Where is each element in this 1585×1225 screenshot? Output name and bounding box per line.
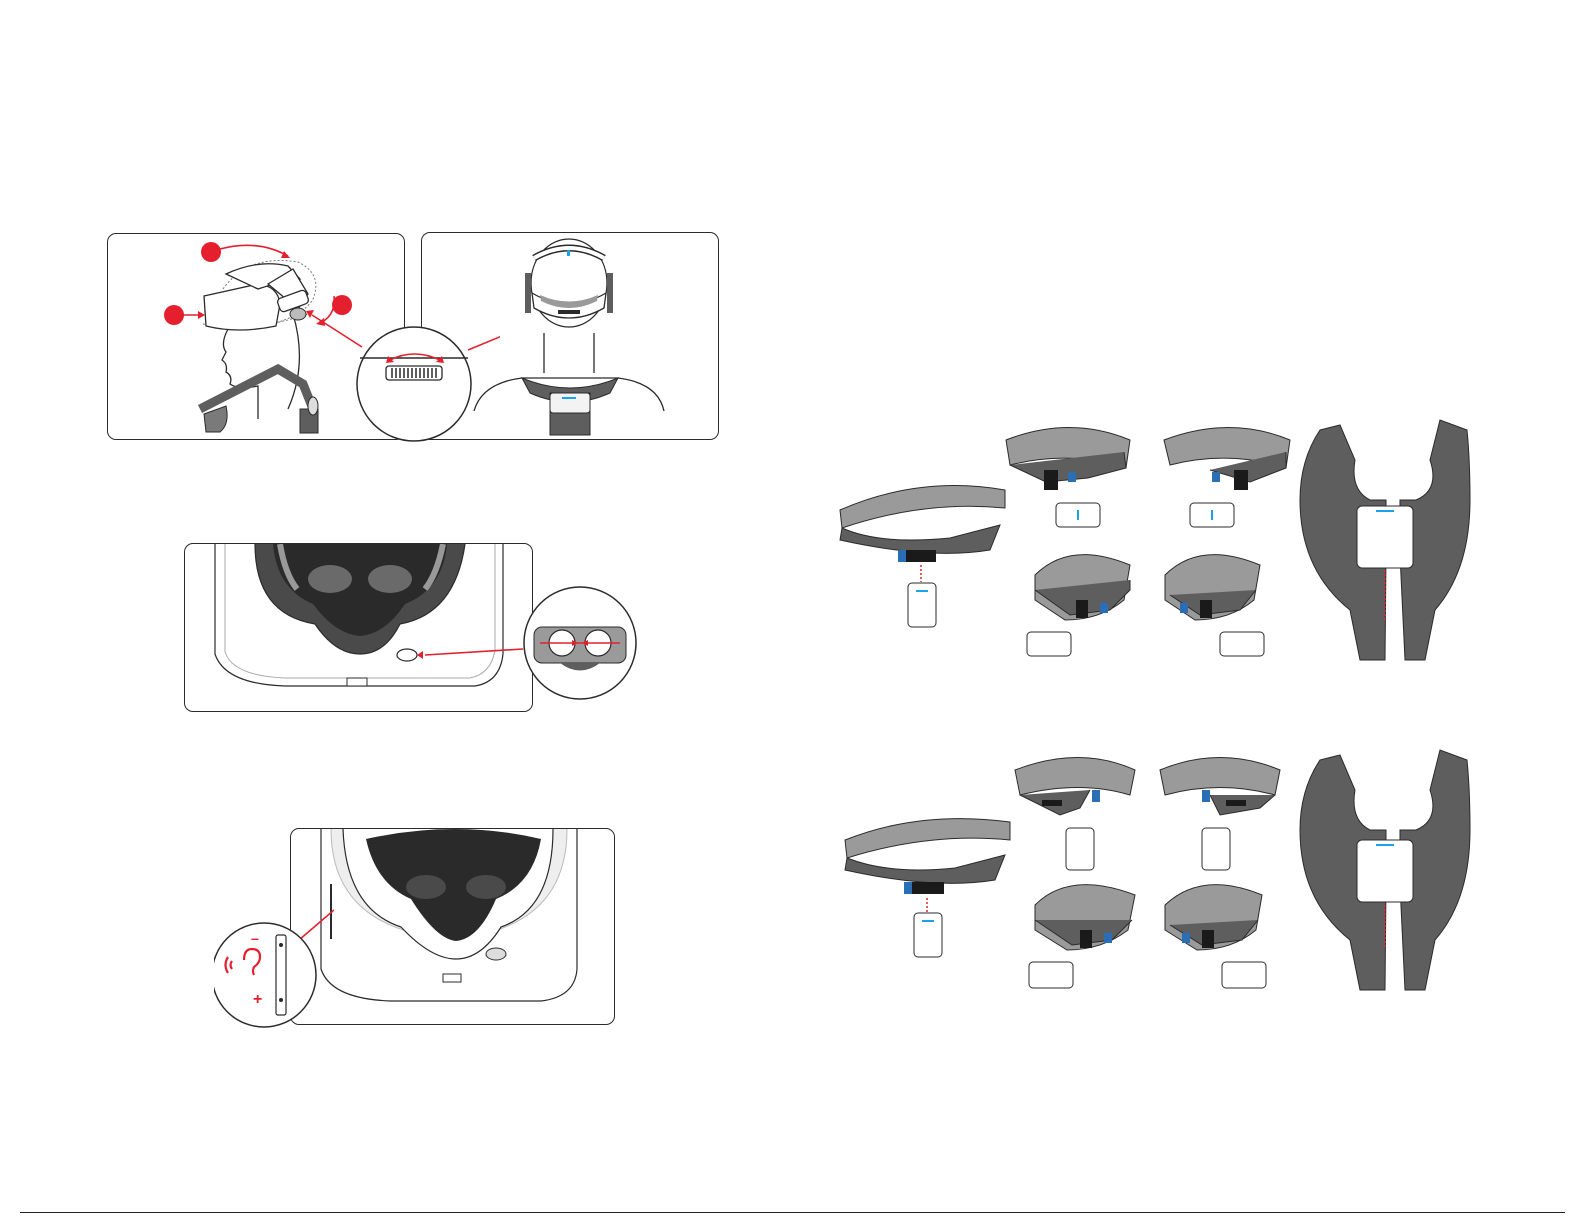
battery-clip-icon: [908, 583, 936, 627]
step-marker-2: [164, 305, 184, 325]
dial-icon: [386, 366, 442, 380]
volume-minus-label: –: [251, 930, 259, 946]
volume-plus-label: +: [253, 991, 262, 1009]
headset-interior-icon: [185, 544, 532, 711]
page-bottom-rule: [20, 1212, 1565, 1213]
ipd-zoom: [520, 583, 640, 703]
ipd-panel: [184, 543, 533, 712]
headset-volume-icon: [291, 829, 614, 1024]
volume-panel: [290, 828, 615, 1025]
ipd-slider-icon: [397, 649, 417, 661]
volume-zoom: [214, 905, 334, 1030]
strap-row-1: [830, 410, 1490, 670]
strap-dial-zoom: [300, 300, 500, 450]
strap-row-2: [830, 740, 1490, 1000]
step-marker-1: [201, 242, 221, 262]
